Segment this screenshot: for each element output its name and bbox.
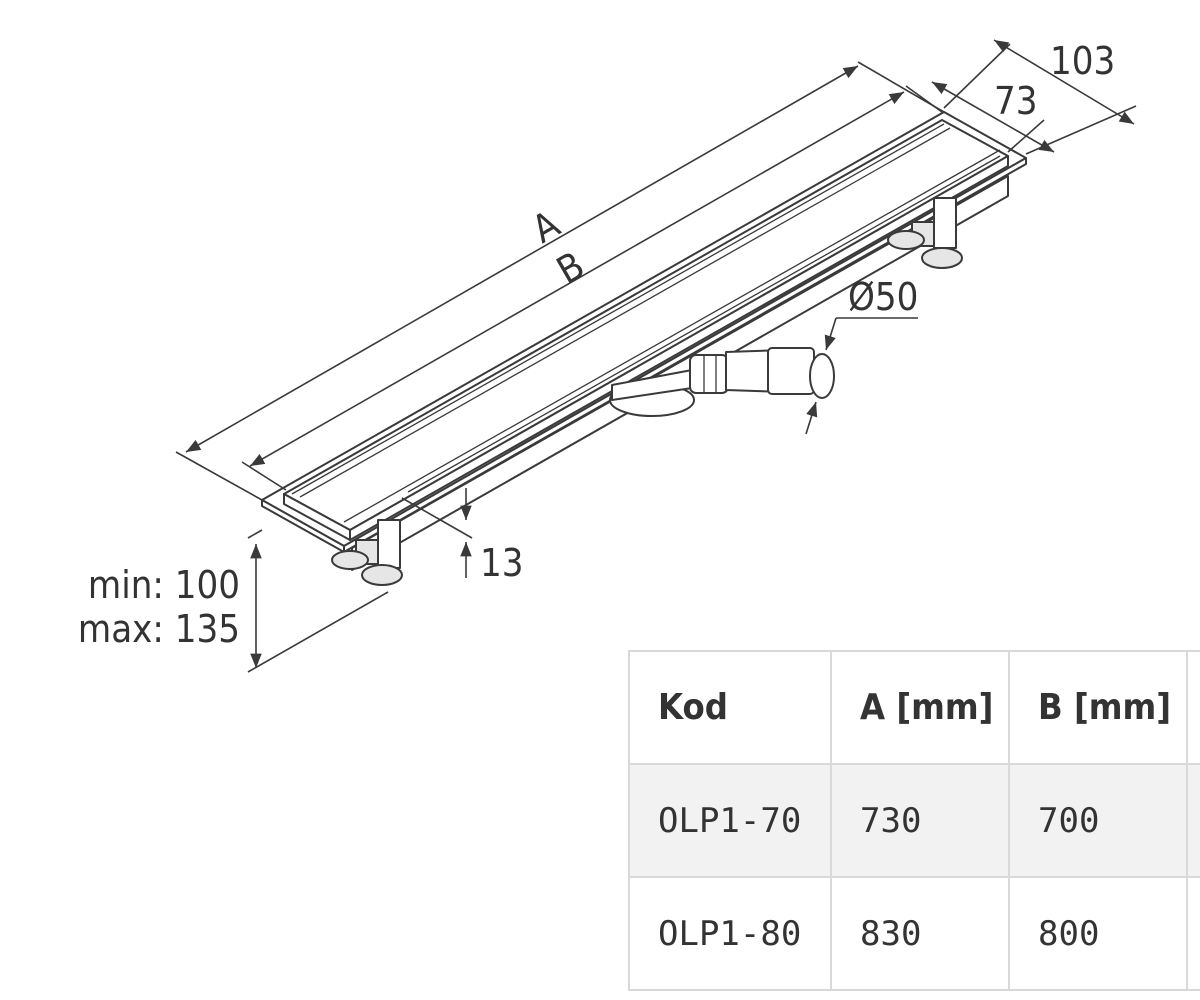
cell-a: 830: [830, 876, 1010, 991]
cell-b: 700: [1008, 763, 1188, 878]
table-header-row: Kod A [mm] B [mm]: [628, 650, 1200, 765]
height-max-label: max: 135: [78, 607, 240, 651]
header-kod: Kod: [628, 650, 832, 765]
height-min-label: min: 100: [88, 563, 240, 607]
header-b-mm: B [mm]: [1008, 650, 1188, 765]
cell-kod: OLP1-70: [628, 763, 832, 878]
header-a-mm: A [mm]: [830, 650, 1010, 765]
header-extra: [1186, 650, 1200, 765]
dimension-outlet-diameter: Ø50: [805, 275, 918, 435]
dim-label-a: A: [525, 202, 568, 252]
cell-kod: OLP1-80: [628, 876, 832, 991]
drain-feet: [331, 197, 963, 586]
technical-drawing: A B 103 73 Ø50 13 min: 100: [78, 39, 1137, 673]
cell-b: 800: [1008, 876, 1188, 991]
cell-a: 730: [830, 763, 1010, 878]
dimension-grate-height: 13: [401, 488, 524, 585]
dim-label-103: 103: [1050, 39, 1115, 83]
dimension-width-73: 73: [931, 79, 1055, 153]
cell-extra: [1186, 876, 1200, 991]
table-row: OLP1-70 730 700: [628, 763, 1200, 878]
dimension-height: min: 100 max: 135: [78, 529, 389, 673]
cell-extra: [1186, 763, 1200, 878]
dim-label-73: 73: [994, 79, 1038, 123]
spec-table: Kod A [mm] B [mm] OLP1-70 730 700 OLP1-8…: [628, 650, 1200, 991]
dim-label-b: B: [549, 243, 591, 293]
table-row: OLP1-80 830 800: [628, 876, 1200, 991]
dimension-width-103: 103: [943, 39, 1137, 155]
linear-drain: [261, 111, 1027, 571]
dim-label-13: 13: [480, 541, 524, 585]
dim-label-outlet: Ø50: [848, 275, 918, 319]
